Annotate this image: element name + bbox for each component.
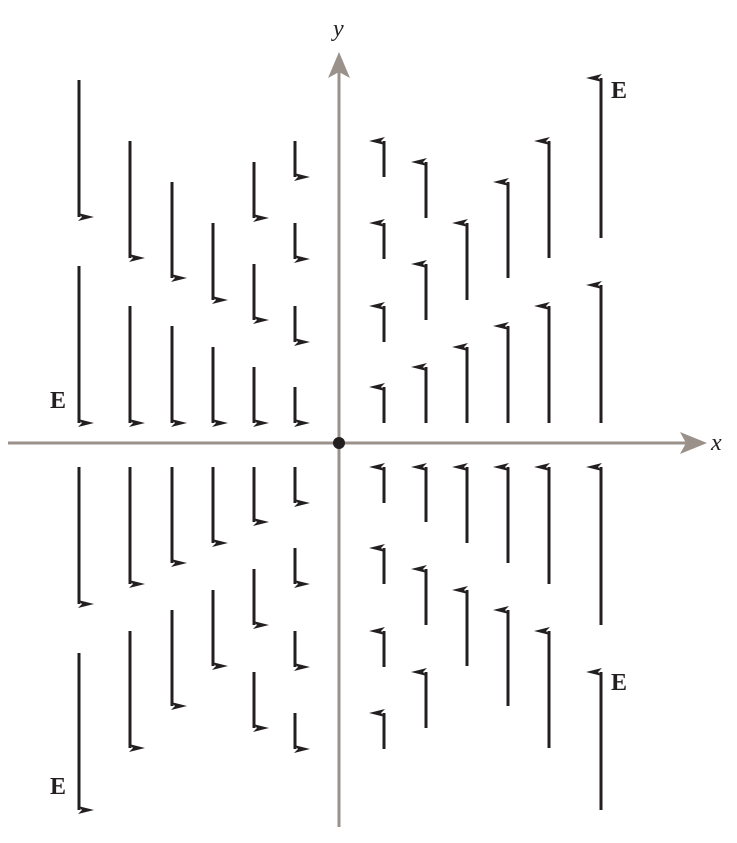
field-vectors-left [77,80,310,814]
field-label-top-right: E [611,78,627,104]
y-axis-label: y [331,16,344,42]
field-label-bottom-right: E [611,670,627,696]
origin-dot [333,437,345,449]
field-vectors-right [369,74,603,810]
axes [8,52,707,827]
x-axis-arrowhead [680,432,707,454]
field-label-left-middle: E [50,388,66,414]
field-label-bottom-left: E [50,774,66,800]
x-axis-label: x [710,430,722,456]
y-axis-arrowhead [328,52,350,78]
